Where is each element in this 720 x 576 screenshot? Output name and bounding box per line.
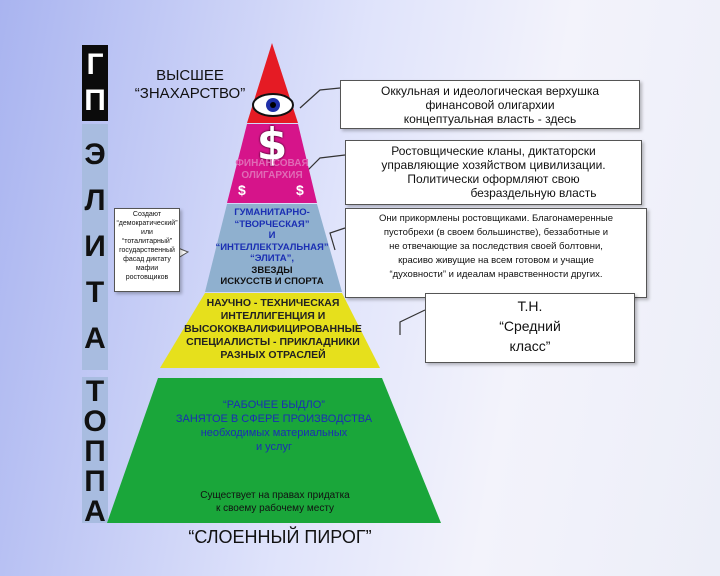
side-letter: Г xyxy=(86,48,104,82)
top-label-line1: ВЫСШЕЕ xyxy=(156,67,224,84)
side-letter: А xyxy=(84,322,106,355)
left-note-line: “тоталитарный” xyxy=(121,238,173,245)
technical-label: НАУЧНО - ТЕХНИЧЕСКАЯ ИНТЕЛЛИГЕНЦИЯ И ВЫС… xyxy=(180,297,366,362)
note-finance: Ростовщические кланы, диктаторски управл… xyxy=(345,140,642,205)
technical-line: РАЗНЫХ ОТРАСЛЕЙ xyxy=(220,349,326,361)
technical-line: НАУЧНО - ТЕХНИЧЕСКАЯ xyxy=(206,297,340,309)
note-middle-line: “Средний xyxy=(499,318,561,334)
tier-green xyxy=(107,378,441,523)
note-elite-line: не отвечающие за последствия своей болто… xyxy=(389,241,603,252)
workers-appendix-line: к своему рабочему месту xyxy=(215,503,335,514)
workers-line: необходимых материальных xyxy=(200,427,348,439)
note-top-line: финансовой олигархии xyxy=(425,98,555,112)
technical-line: СПЕЦИАЛИСТЫ - ПРИКЛАДНИКИ xyxy=(186,336,360,348)
note-middle-line: класс” xyxy=(509,338,551,354)
side-letter: А xyxy=(84,495,106,528)
side-letter: П xyxy=(84,83,106,117)
side-letter: Т xyxy=(85,375,105,408)
humanities-line: “ТВОРЧЕСКАЯ” xyxy=(234,218,310,230)
left-note-line: или xyxy=(141,229,153,236)
humanities-line: “ЭЛИТА”, xyxy=(249,253,295,264)
note-finance-line: безраздельную власть xyxy=(470,186,597,200)
left-note-line: “демократический” xyxy=(116,220,178,227)
left-note-text: Создают “демократический” или “тоталитар… xyxy=(115,210,179,282)
workers-line: и услуг xyxy=(255,441,292,453)
technical-line: ИНТЕЛЛИГЕНЦИЯ И xyxy=(220,310,326,322)
left-note-line: мафии xyxy=(135,265,159,272)
finance-label: ФИНАНСОВАЯ ОЛИГАРХИЯ xyxy=(222,158,322,182)
note-top-line: концептуальная власть - здесь xyxy=(403,112,577,126)
side-label-elita: Э Л И Т А xyxy=(82,124,108,370)
small-dollar-icon: $ xyxy=(296,182,304,198)
left-note-line: фасад диктату xyxy=(123,256,171,263)
humanities-line: “ИНТЕЛЛЕКТУАЛЬНАЯ” xyxy=(215,241,329,253)
note-elite: Они прикормлены ростовщиками. Благонамер… xyxy=(345,208,647,298)
side-letter: Т xyxy=(85,276,105,309)
humanities-line: ГУМАНИТАРНО- xyxy=(234,207,310,218)
tier-steel xyxy=(205,204,342,292)
note-top-line: Оккульная и идеологическая верхушка xyxy=(380,84,600,98)
tier-yellow xyxy=(160,293,380,368)
workers-appendix: Существует на правах придатка к своему р… xyxy=(150,489,400,515)
workers-label: “РАБОЧЕЕ БЫДЛО” ЗАНЯТОЕ В СФЕРЕ ПРОИЗВОД… xyxy=(140,398,408,454)
note-elite-line: Они прикормлены ростовщиками. Благонамер… xyxy=(378,213,613,224)
finance-label-line: ФИНАНСОВАЯ xyxy=(235,158,309,169)
pointer-line-middle xyxy=(399,309,426,335)
note-middle: Т.Н. “Средний класс” xyxy=(425,293,635,363)
technical-line: ВЫСОКОКВАЛИФИЦИРОВАННЫЕ xyxy=(184,323,362,335)
workers-line: “РАБОЧЕЕ БЫДЛО” xyxy=(223,399,325,411)
note-elite-line: красиво живущие на всем готовом и учащие xyxy=(398,255,594,266)
left-note-line: Создают xyxy=(132,211,162,218)
note-finance-line: Политически оформляют свою xyxy=(407,172,580,186)
side-letter: Э xyxy=(84,138,106,171)
bottom-label: “СЛОЕННЫЙ ПИРОГ” xyxy=(188,527,372,547)
note-middle-line: Т.Н. xyxy=(517,298,543,314)
left-note: Создают “демократический” или “тоталитар… xyxy=(114,208,180,292)
eye-icon xyxy=(252,93,294,117)
note-elite-line: пустобрехи (в своем большинстве), беззаб… xyxy=(383,227,609,238)
note-finance-line: управляющие хозяйством цивилизации. xyxy=(381,158,606,172)
side-letter: П xyxy=(84,465,106,498)
left-note-line: ростовщиков xyxy=(125,274,169,281)
pointer-line-top xyxy=(299,87,341,109)
side-letter: О xyxy=(83,405,107,438)
note-finance-line: Ростовщические кланы, диктаторски xyxy=(391,144,596,158)
note-top: Оккульная и идеологическая верхушка фина… xyxy=(340,80,640,129)
pointer-line-elite xyxy=(329,227,346,251)
side-label-gp: Г П xyxy=(82,45,108,121)
side-letter: Л xyxy=(84,184,106,217)
small-dollar-icon: $ xyxy=(238,182,246,198)
top-label: ВЫСШЕЕ “ЗНАХАРСТВО” xyxy=(120,67,260,103)
side-label-toppa: Т О П П А xyxy=(82,375,108,527)
side-letter: И xyxy=(84,230,106,263)
left-note-line: государственный xyxy=(119,247,175,254)
top-label-line2: “ЗНАХАРСТВО” xyxy=(134,85,246,102)
side-letter: П xyxy=(84,435,106,468)
humanities-line: И xyxy=(268,230,276,241)
workers-appendix-line: Существует на правах придатка xyxy=(200,490,350,501)
dollar-icon: $ xyxy=(256,119,288,170)
humanities-line: ЗВЕЗДЫ xyxy=(251,264,293,276)
note-elite-line: “духовности” и идеалам нравственности др… xyxy=(389,269,603,280)
humanities-label: ГУМАНИТАРНО- “ТВОРЧЕСКАЯ” И “ИНТЕЛЛЕКТУА… xyxy=(205,207,339,288)
workers-line: ЗАНЯТОЕ В СФЕРЕ ПРОИЗВОДСТВА xyxy=(175,413,373,425)
finance-label-line: ОЛИГАРХИЯ xyxy=(241,170,303,181)
humanities-line: ИСКУССТВ И СПОРТА xyxy=(220,276,324,287)
tier-magenta xyxy=(227,124,317,203)
